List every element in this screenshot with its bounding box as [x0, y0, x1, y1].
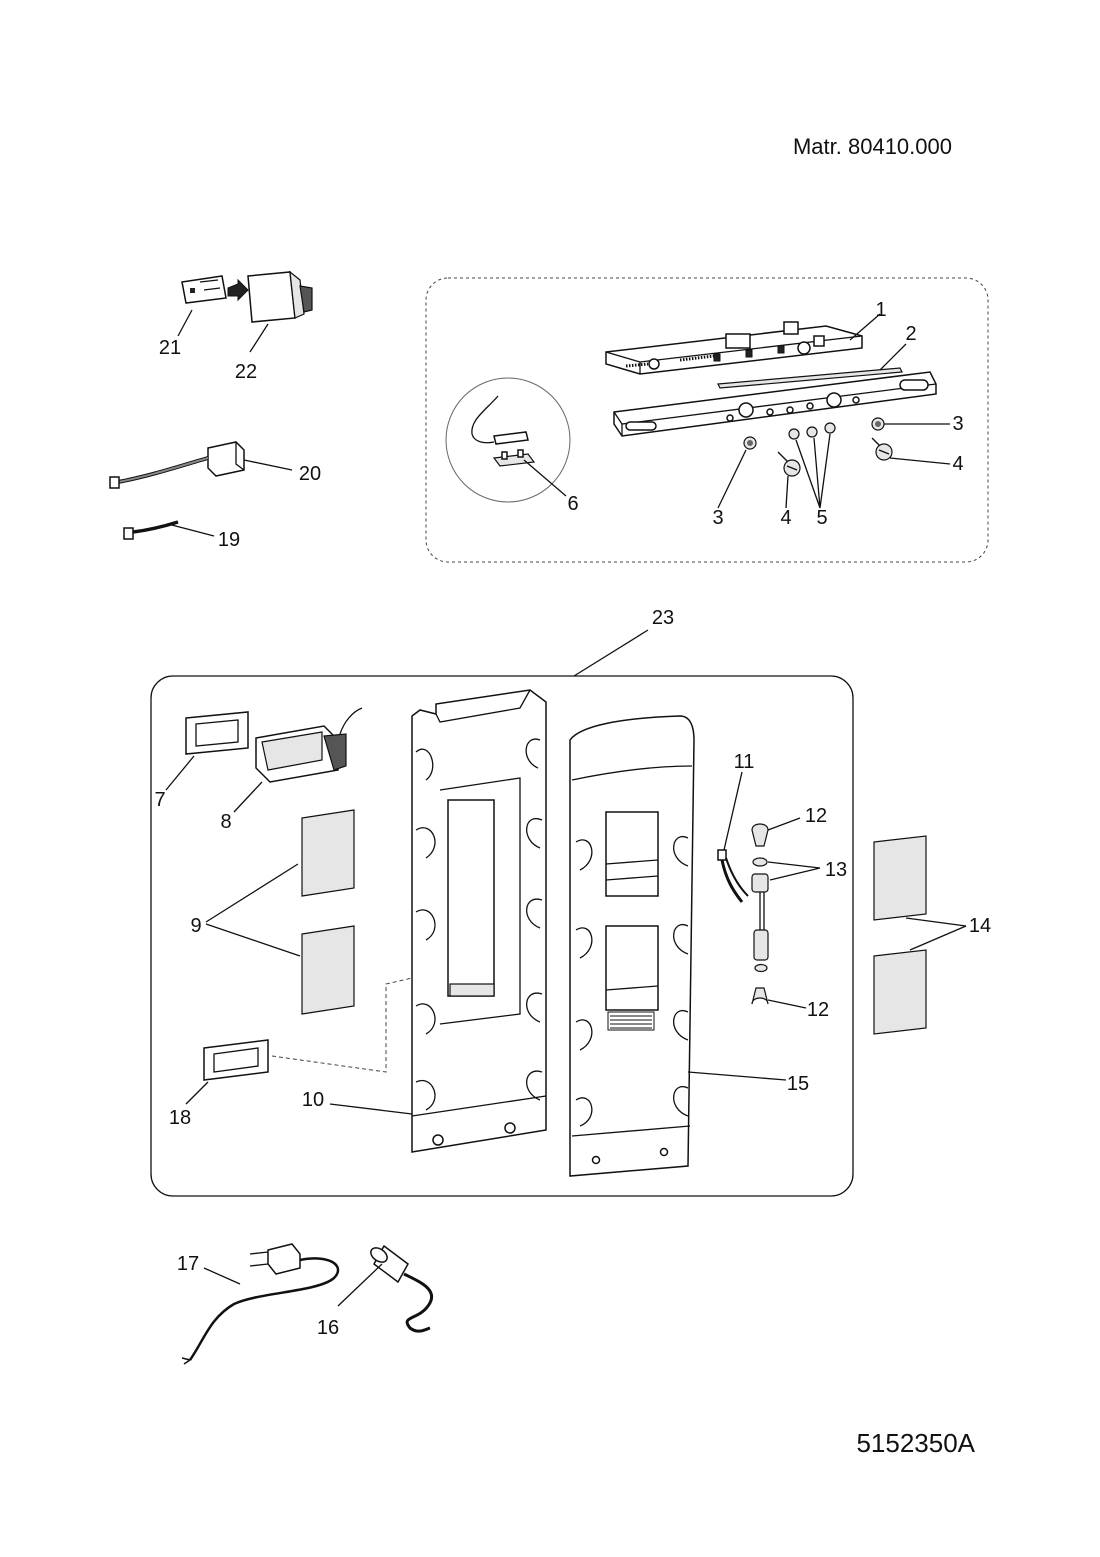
leader-22 — [249, 323, 269, 353]
leader-4b — [889, 457, 951, 465]
leader-11 — [723, 771, 743, 851]
callout-19: 19 — [218, 529, 240, 551]
callout-13: 13 — [825, 859, 847, 881]
leader-14 — [905, 917, 967, 951]
leader-10 — [329, 1103, 413, 1115]
callout-3-right: 3 — [952, 413, 963, 435]
leader-21 — [177, 309, 193, 337]
leader-2 — [879, 343, 907, 371]
callout-18: 18 — [169, 1107, 191, 1129]
leader-19 — [167, 523, 215, 537]
part-22-module — [227, 270, 313, 323]
leader-23 — [573, 629, 649, 677]
callout-22: 22 — [235, 361, 257, 383]
part-2-strip — [717, 367, 903, 389]
leader-12a — [767, 817, 801, 831]
part-14-cover-lower — [873, 949, 927, 1035]
leader-16 — [337, 1263, 383, 1307]
callout-6: 6 — [567, 493, 578, 515]
drawing-number: 5152350A — [856, 1428, 975, 1458]
part-12-bulb-upper — [751, 823, 769, 847]
callout-4-left: 4 — [780, 507, 791, 529]
leader-9 — [205, 863, 301, 957]
part-6-sensor — [471, 395, 536, 467]
leader-7 — [165, 755, 195, 791]
leader-6 — [523, 459, 567, 497]
callout-17: 17 — [177, 1253, 199, 1275]
part-16-capacitor — [370, 1244, 434, 1333]
leader-1 — [849, 313, 881, 341]
part-17-power-plug — [181, 1243, 340, 1365]
callout-4-right: 4 — [952, 453, 963, 475]
callout-23: 23 — [652, 607, 674, 629]
part-11-connector — [717, 849, 749, 903]
leader-8 — [233, 781, 263, 813]
leader-20 — [243, 459, 293, 471]
callout-2: 2 — [905, 323, 916, 345]
leader-13 — [767, 861, 821, 881]
leader-5 — [795, 433, 831, 509]
leader-18 — [185, 1081, 209, 1105]
leader-15 — [687, 1071, 787, 1081]
part-10-back-housing — [411, 689, 547, 1153]
callout-7: 7 — [154, 789, 165, 811]
callout-21: 21 — [159, 337, 181, 359]
control-front-panel — [613, 371, 937, 437]
part-1-circuit-board — [605, 321, 863, 375]
part-18-frame — [203, 1039, 269, 1081]
part-4-knob-right — [871, 437, 893, 461]
leader-3a — [717, 449, 747, 509]
part-20-cable-box — [109, 441, 245, 489]
leader-12b — [767, 999, 807, 1009]
assembly-link-dashed — [271, 977, 413, 1073]
leader-4a — [785, 475, 789, 509]
part-15-front-housing — [569, 715, 695, 1177]
part-9-sheet-lower — [301, 925, 355, 1015]
part-14-cover-upper — [873, 835, 927, 921]
callout-20: 20 — [299, 463, 321, 485]
callout-16: 16 — [317, 1317, 339, 1339]
part-8-lamp-unit — [255, 707, 363, 783]
callout-15: 15 — [787, 1073, 809, 1095]
control-panel-group-frame — [425, 277, 989, 563]
callout-12-upper: 12 — [805, 805, 827, 827]
part-12-bulb-lower — [751, 987, 769, 1005]
part-3-button-left — [743, 436, 757, 450]
housing-group-frame — [150, 675, 854, 1197]
callout-12-lower: 12 — [807, 999, 829, 1021]
callout-8: 8 — [220, 811, 231, 833]
part-19-cable — [123, 520, 179, 540]
callout-11: 11 — [734, 751, 755, 773]
leader-17 — [203, 1267, 241, 1285]
callout-10: 10 — [302, 1089, 324, 1111]
part-9-sheet-upper — [301, 809, 355, 897]
callout-1: 1 — [875, 299, 886, 321]
part-3-button-right — [871, 417, 885, 431]
part-13-socket-assembly — [751, 857, 769, 973]
part-6-detail-circle — [445, 377, 571, 503]
part-5-small-buttons — [788, 422, 836, 440]
callout-3-left: 3 — [712, 507, 723, 529]
material-number: Matr. 80410.000 — [793, 134, 952, 159]
part-4-knob-left — [777, 451, 801, 477]
part-21-card — [181, 275, 227, 304]
callout-14: 14 — [969, 915, 991, 937]
callout-9: 9 — [190, 915, 201, 937]
part-7-frame — [185, 711, 249, 755]
callout-5: 5 — [816, 507, 827, 529]
